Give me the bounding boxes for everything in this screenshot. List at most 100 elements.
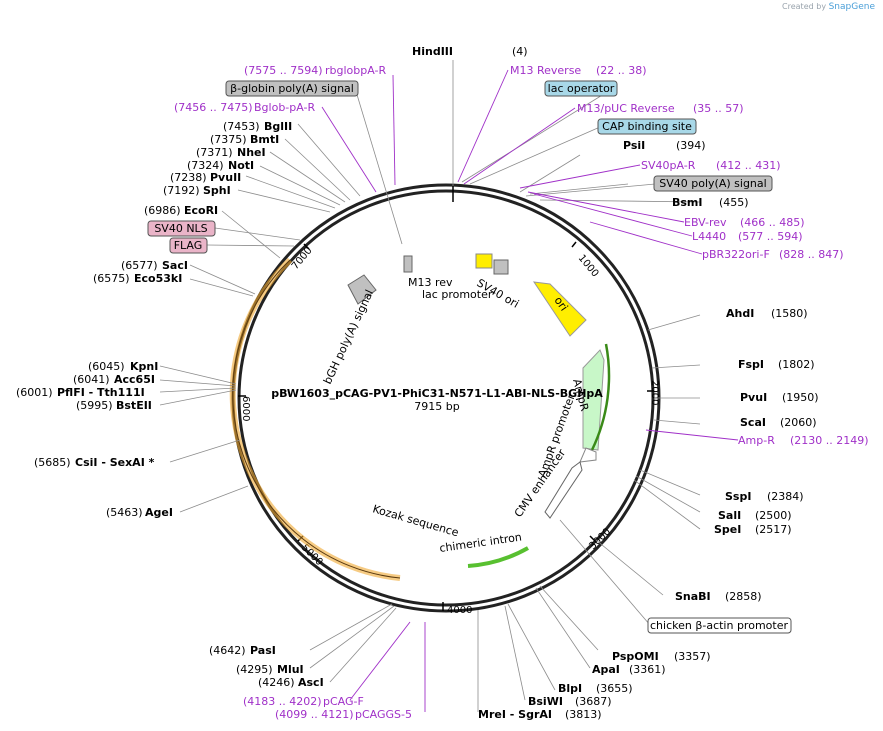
site-hindiii-pos: (4): [512, 45, 528, 58]
sv40-nls-box: [147, 220, 216, 237]
site-nhei-name: NheI: [237, 146, 266, 159]
site-snabi-pos: (2858): [725, 590, 762, 603]
primer-l4440-range: (577 .. 594): [738, 230, 803, 243]
flag-label: FLAG: [174, 239, 203, 252]
orange-cds-feature: [229, 257, 401, 581]
lac-operator-box: [544, 80, 618, 97]
site-nhei-pos: (7371): [196, 146, 233, 159]
cmv-enhancer-arrow: [544, 461, 583, 519]
site-fspi-pos: (1802): [778, 358, 815, 371]
sv40-ori-feature: [475, 253, 493, 269]
site-ecori-name: EcoRI: [184, 204, 218, 217]
chicken-actin-promoter-box: [647, 617, 792, 634]
site-kpni-name: KpnI: [130, 360, 158, 373]
sv40-polya-label: SV40 poly(A) signal: [659, 177, 766, 190]
primer-bglob-pa-r-range: (7456 .. 7475): [174, 101, 253, 114]
ori-feature: [532, 281, 587, 337]
site-pflfi-pos: (6001): [16, 386, 53, 399]
lac-operator-label: lac operator: [548, 82, 615, 95]
sv40-nls-label: SV40 NLS: [154, 222, 207, 235]
bgh-polya-label: bGH poly(A) signal: [321, 288, 376, 387]
site-bsiwi-name: BsiWI: [528, 695, 563, 708]
site-saci-pos: (6577): [121, 259, 158, 272]
site-csii-sexai-name: CsiI - SexAI *: [75, 456, 155, 469]
site-scai-name: ScaI: [740, 416, 766, 429]
plasmid-length: 7915 bp: [414, 400, 459, 413]
primer-ebv-rev-name: EBV-rev: [684, 216, 727, 229]
site-pspomi-name: PspOMI: [612, 650, 659, 663]
sv40-polya-box: [653, 175, 773, 192]
site-acc65i-name: Acc65I: [114, 373, 155, 386]
site-bglii-name: BglII: [264, 120, 292, 133]
site-blpi-pos: (3655): [596, 682, 633, 695]
primer-pcaggs5-name: pCAGGS-5: [355, 708, 412, 721]
site-bmti-pos: (7375): [210, 133, 247, 146]
site-psii-name: PsiI: [623, 139, 645, 152]
site-asci-name: AscI: [298, 676, 324, 689]
credit-prefix: Created by: [782, 2, 827, 11]
primer-l4440-name: L4440: [692, 230, 726, 243]
site-bsteii-name: BstEII: [116, 399, 152, 412]
chicken-actin-promoter-label: chicken β-actin promoter: [650, 619, 788, 632]
m13-rev-feature: [403, 255, 413, 273]
beta-globin-polya-label: β-globin poly(A) signal: [230, 82, 354, 95]
primer-m13-reverse-name: M13 Reverse: [510, 64, 581, 77]
site-snabi-name: SnaBI: [675, 590, 711, 603]
primer-pbr322ori-f-name: pBR322ori-F: [702, 248, 770, 261]
site-sphi-name: SphI: [203, 184, 231, 197]
primer-m13-reverse-range: (22 .. 38): [596, 64, 647, 77]
site-asci-pos: (4246): [258, 676, 295, 689]
kozak-label: Kozak sequence: [371, 502, 460, 539]
site-fspi-name: FspI: [738, 358, 764, 371]
site-acc65i-pos: (6041): [73, 373, 110, 386]
primer-rbglobpa-r-range: (7575 .. 7594): [244, 64, 323, 77]
beta-globin-polya-box: [225, 80, 359, 97]
site-noti-name: NotI: [228, 159, 254, 172]
tick-6000: 6000: [240, 396, 251, 421]
site-agei-name: AgeI: [145, 506, 173, 519]
orange-cds-arrow: [232, 259, 401, 579]
lac-promoter-label: lac promoter: [422, 288, 493, 301]
site-apai-pos: (3361): [629, 663, 666, 676]
primer-pcag-f-range: (4183 .. 4202): [243, 695, 322, 708]
primer-ebv-rev-range: (466 .. 485): [740, 216, 805, 229]
site-spei-name: SpeI: [714, 523, 741, 536]
site-eco53ki-pos: (6575): [93, 272, 130, 285]
primer-amp-r-name: Amp-R: [738, 434, 775, 447]
site-agei-pos: (5463): [106, 506, 143, 519]
site-saci-name: SacI: [162, 259, 188, 272]
snapgene-credit: Created by SnapGene: [782, 2, 875, 12]
site-pspomi-pos: (3357): [674, 650, 711, 663]
primer-m13puc-reverse-name: M13/pUC Reverse: [577, 102, 675, 115]
site-pvui-name: PvuI: [740, 391, 767, 404]
site-mrei-sgrai-pos: (3813): [565, 708, 602, 721]
plasmid-name: pBW1603_pCAG-PV1-PhiC31-N571-L1-ABI-NLS-…: [271, 387, 603, 400]
primer-amp-r-range: (2130 .. 2149): [790, 434, 869, 447]
site-csii-pos: (5685): [34, 456, 71, 469]
site-sali-name: SalI: [718, 509, 741, 522]
site-pvui-pos: (1950): [782, 391, 819, 404]
site-leader-lines: [159, 60, 701, 712]
site-hindiii-name: HindIII: [412, 45, 453, 58]
site-pvuii-name: PvuII: [210, 171, 241, 184]
tick-4000: 4000: [447, 605, 472, 616]
site-sspi-pos: (2384): [767, 490, 804, 503]
site-kpni-pos: (6045): [88, 360, 125, 373]
site-bsteii-pos: (5995): [76, 399, 113, 412]
primer-pbr322ori-f-range: (828 .. 847): [779, 248, 844, 261]
site-bglii-pos: (7453): [223, 120, 260, 133]
primer-leader-lines: [321, 69, 739, 712]
bgh-polya-feature: [347, 274, 377, 305]
site-mlui-pos: (4295): [236, 663, 273, 676]
site-psii-pos: (394): [676, 139, 706, 152]
site-blpi-name: BlpI: [558, 682, 582, 695]
site-spei-pos: (2517): [755, 523, 792, 536]
cap-binding-site-box: [597, 118, 697, 135]
primer-bglob-pa-r-name: Bglob-pA-R: [254, 101, 316, 114]
site-bsmi-pos: (455): [719, 196, 749, 209]
ampr-feature: [582, 349, 605, 451]
site-ahdi-name: AhdI: [726, 307, 754, 320]
cmv-enhancer-label: CMV enhancer: [512, 446, 569, 519]
tick-marks: [238, 186, 654, 611]
